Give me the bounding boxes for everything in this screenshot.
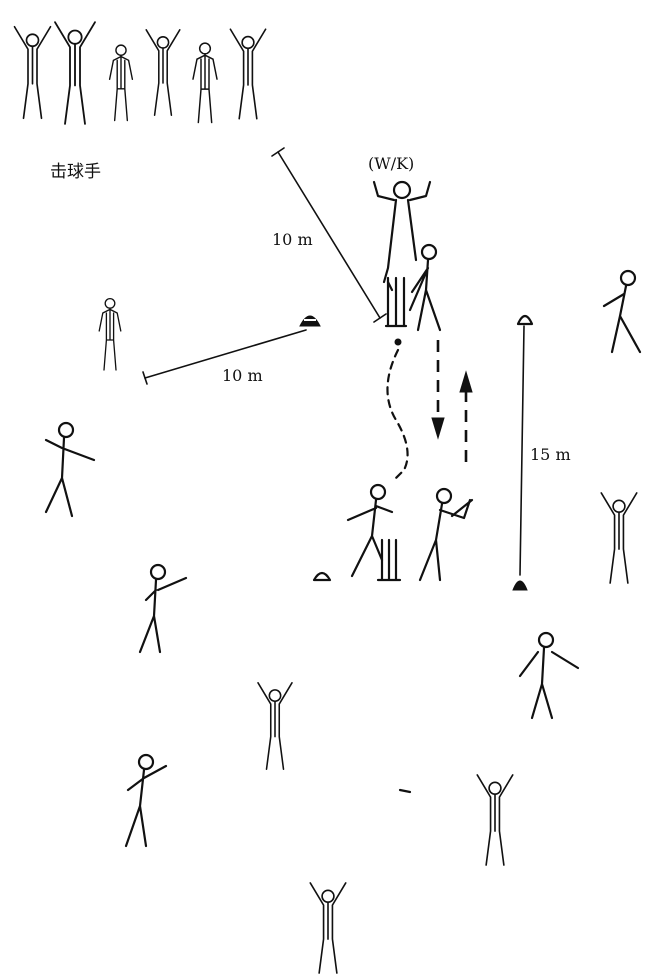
batter-figure bbox=[193, 43, 217, 122]
batter-figure bbox=[146, 30, 180, 115]
cone-icon bbox=[518, 316, 532, 324]
cone-icon bbox=[314, 573, 330, 580]
wicket-keeper-figure bbox=[374, 182, 430, 290]
batter-figure bbox=[55, 22, 95, 124]
distance-label-top: 10 m bbox=[272, 230, 313, 249]
cone-icon bbox=[513, 581, 527, 590]
batters-group bbox=[15, 22, 266, 124]
non-striker-figure bbox=[420, 489, 472, 580]
fielder-figure bbox=[601, 493, 636, 583]
batter-figure bbox=[15, 27, 51, 119]
fielder-figure bbox=[140, 565, 186, 652]
run-arrow-up bbox=[460, 372, 472, 462]
fielder-figure bbox=[46, 423, 94, 516]
distance-label-left: 10 m bbox=[222, 366, 263, 385]
fielder-figure bbox=[258, 683, 292, 769]
striker-figure bbox=[410, 245, 440, 330]
fielder-figure bbox=[126, 755, 166, 846]
distance-line-right bbox=[520, 326, 524, 575]
run-arrow-down bbox=[432, 340, 444, 438]
fielder-figure bbox=[99, 299, 121, 370]
batter-figure bbox=[230, 29, 265, 118]
fielder-figure bbox=[477, 775, 512, 865]
bowler-figure bbox=[348, 485, 392, 576]
wicket-keeper-label: (W/K) bbox=[368, 154, 414, 173]
fielder-figure bbox=[520, 633, 578, 718]
ball-icon bbox=[400, 790, 410, 792]
stumps-icon bbox=[386, 278, 406, 326]
fielder-figure bbox=[310, 883, 345, 973]
cone-icon bbox=[300, 316, 320, 326]
batter-figure bbox=[110, 45, 133, 120]
fielder-figure bbox=[604, 271, 640, 352]
ball-path bbox=[387, 339, 407, 478]
batters-label: 击球手 bbox=[50, 157, 101, 182]
distance-label-right: 15 m bbox=[530, 445, 571, 464]
